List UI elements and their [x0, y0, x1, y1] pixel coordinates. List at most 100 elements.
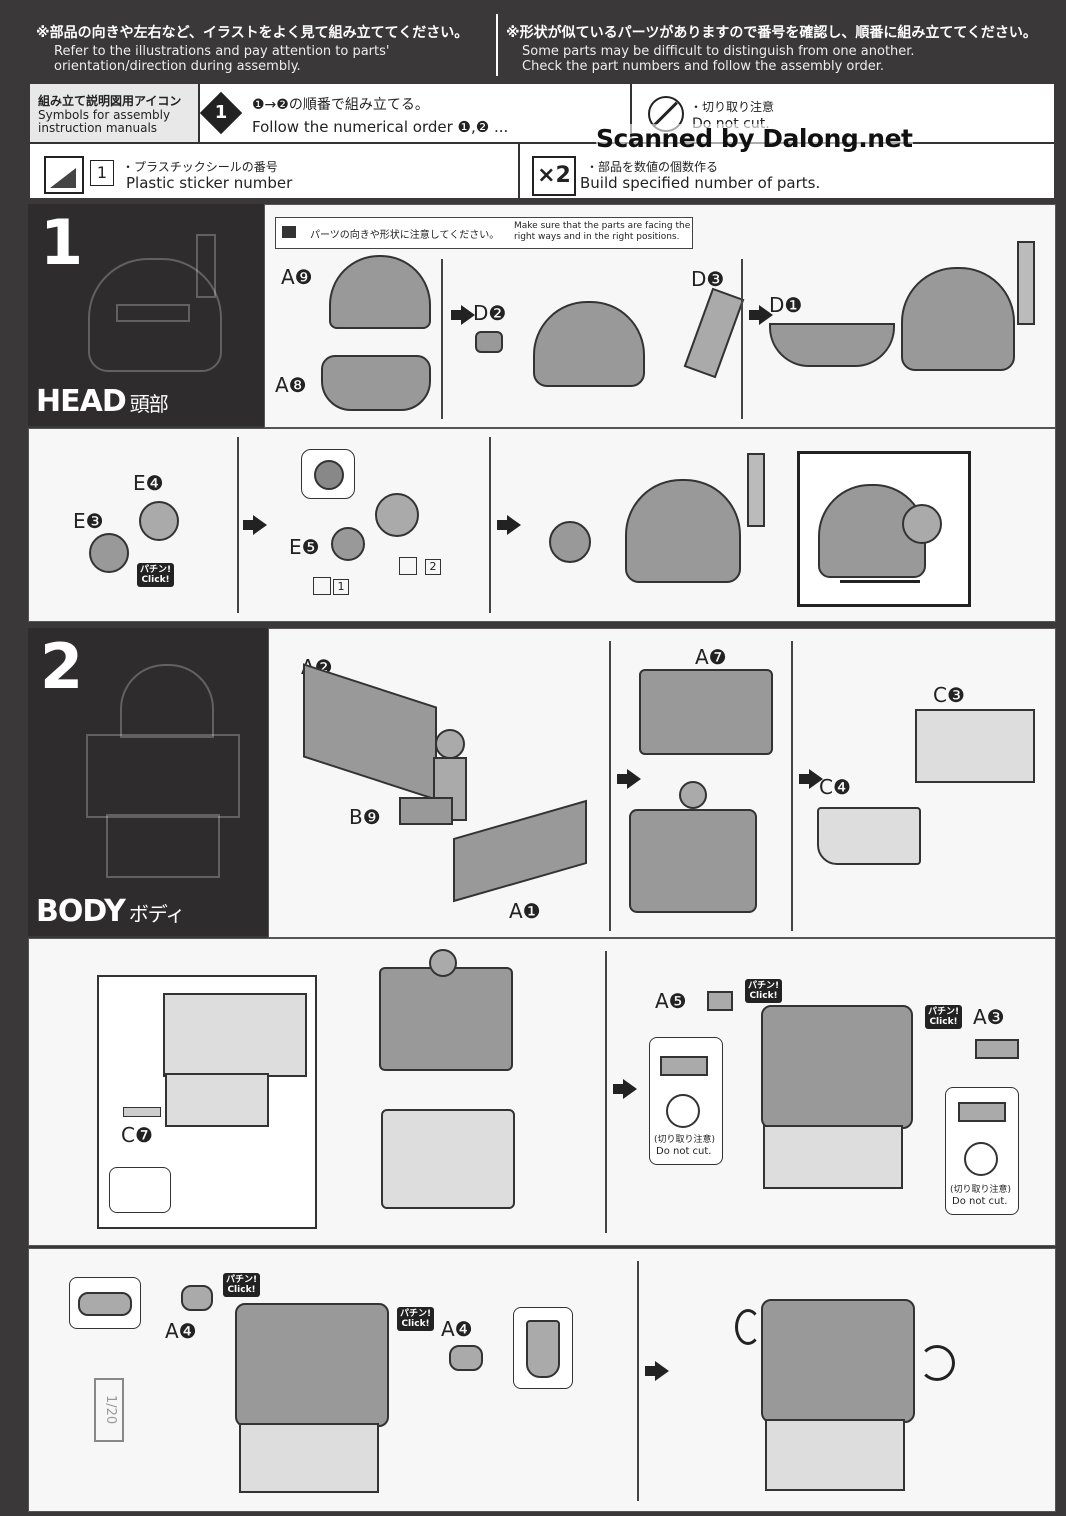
step1-row2-panel: E❹ E❸ パチン!Click! E❺ 1 2 [28, 428, 1056, 622]
legend-title-jp: 組み立て説明図用アイコン [38, 94, 182, 108]
multi-en: Build specified number of parts. [580, 174, 821, 192]
part-a1 [453, 799, 587, 903]
label-a9: A❾ [281, 265, 313, 289]
label-a1: A❶ [509, 899, 541, 923]
step-arrow [645, 1361, 669, 1381]
label-d3: D❸ [691, 267, 725, 291]
step2-number: 2 [40, 630, 84, 703]
multiply-icon: ×2 [532, 156, 576, 196]
watermark: Scanned by Dalong.net [596, 124, 913, 153]
part-a3 [975, 1039, 1019, 1059]
label-c7: C❼ [121, 1123, 153, 1147]
note-left-en1: Refer to the illustrations and pay atten… [54, 44, 390, 59]
order-jp: ❶→❷の順番で組み立てる。 [252, 97, 429, 113]
part-c4 [817, 807, 921, 865]
body-upper [379, 967, 513, 1071]
body-illustration [86, 734, 240, 818]
part-a5 [707, 991, 733, 1011]
label-e4: E❹ [133, 471, 164, 495]
caution-jp: パーツの向きや形状に注意してください。 [310, 230, 500, 241]
sticker-number-box: 1 [90, 160, 114, 186]
click-badge: パチン!Click! [223, 1273, 261, 1297]
head-assembly [625, 479, 741, 583]
part-e3 [89, 533, 129, 573]
part-d1 [769, 323, 895, 367]
label-c4: C❹ [819, 775, 851, 799]
step-arrow [613, 1079, 637, 1099]
nocut-jp: (切り取り注意) [654, 1135, 716, 1145]
nocut-jp: (切り取り注意) [950, 1185, 1012, 1195]
order-en: Follow the numerical order ❶,❷ ... [252, 118, 509, 136]
nocut-callout: (切り取り注意) Do not cut. [945, 1087, 1019, 1215]
rotate-arrow-icon [919, 1345, 955, 1381]
sticker-en: Plastic sticker number [126, 174, 293, 192]
antenna [747, 453, 765, 527]
callout-bubble [109, 1167, 171, 1213]
label-d1: D❶ [769, 293, 803, 317]
step2-name-jp: ボディ [128, 902, 186, 926]
nocut-en: Do not cut. [952, 1196, 1008, 1207]
ball-joint [435, 729, 465, 759]
callout-bubble [513, 1307, 573, 1389]
click-badge: パチン!Click! [925, 1005, 963, 1029]
body-lower-assembly [629, 809, 757, 913]
label-e3: E❸ [73, 509, 104, 533]
rotate-arrow-icon [735, 1309, 761, 1345]
step2-row1-panel: A❷ B❾ A❶ A❼ C❸ C❹ [268, 628, 1056, 938]
legend-title-en2: instruction manuals [38, 121, 158, 135]
part-a4 [181, 1285, 213, 1311]
part-a4 [449, 1345, 483, 1371]
click-badge: パチン!Click! [137, 563, 175, 587]
sticker-jp: ・プラスチックシールの番号 [122, 160, 278, 174]
assembled-dome [533, 301, 645, 387]
head-illustration [88, 258, 222, 372]
ear-part [549, 521, 591, 563]
step-arrow [451, 305, 475, 325]
nocut-callout: (切り取り注意) Do not cut. [649, 1037, 723, 1165]
legend-divider-1 [630, 84, 632, 142]
caution-arrow-icon [282, 226, 314, 238]
nocut-jp: ・切り取り注意 [690, 100, 775, 114]
part-c7 [123, 1107, 161, 1117]
antenna [1017, 241, 1035, 325]
no-cut-icon [964, 1142, 998, 1176]
note-left-en2: orientation/direction during assembly. [54, 59, 301, 74]
note-right-en1: Some parts may be difficult to distingui… [522, 44, 915, 59]
label-a3: A❸ [973, 1005, 1005, 1029]
click-badge: パチン!Click! [745, 979, 783, 1003]
notes-divider [496, 14, 498, 76]
body-lower [763, 1125, 903, 1189]
part-c3 [915, 709, 1035, 783]
step-arrow [617, 769, 641, 789]
label-a4-left: A❹ [165, 1319, 197, 1343]
part-a8 [321, 355, 431, 411]
sticker-icon [313, 577, 331, 595]
detail-box: C❼ [97, 975, 317, 1229]
callout-bubble [69, 1277, 141, 1329]
step2-name: BODY [36, 894, 126, 929]
body-assembly [761, 1299, 915, 1423]
step1-name: HEAD [36, 384, 127, 419]
part-a9 [329, 255, 431, 329]
body-assembly [235, 1303, 389, 1427]
body-lower [765, 1419, 905, 1491]
label-a7: A❼ [695, 645, 727, 669]
sticker-icon [44, 156, 84, 194]
label-d2: D❷ [473, 301, 507, 325]
part-d3 [683, 287, 745, 379]
step2-row2-panel: C❼ A❺ パチン!Click! (切り取り注意) Do not cut. パチ… [28, 938, 1056, 1246]
detail-box [797, 451, 971, 607]
step1-row1-panel: パーツの向きや形状に注意してください。 Make sure that the p… [264, 204, 1056, 428]
callout-bubble [301, 449, 355, 499]
part-a7 [639, 669, 773, 755]
note-right-en2: Check the part numbers and follow the as… [522, 59, 885, 74]
part-e4 [139, 501, 179, 541]
caution-en2: right ways and in the right positions. [514, 232, 680, 242]
body-lower [381, 1109, 515, 1209]
head-assembly [901, 267, 1015, 371]
legend-divider-2 [518, 144, 520, 198]
sticker-number: 1 [333, 579, 349, 595]
ball-joint [679, 781, 707, 809]
